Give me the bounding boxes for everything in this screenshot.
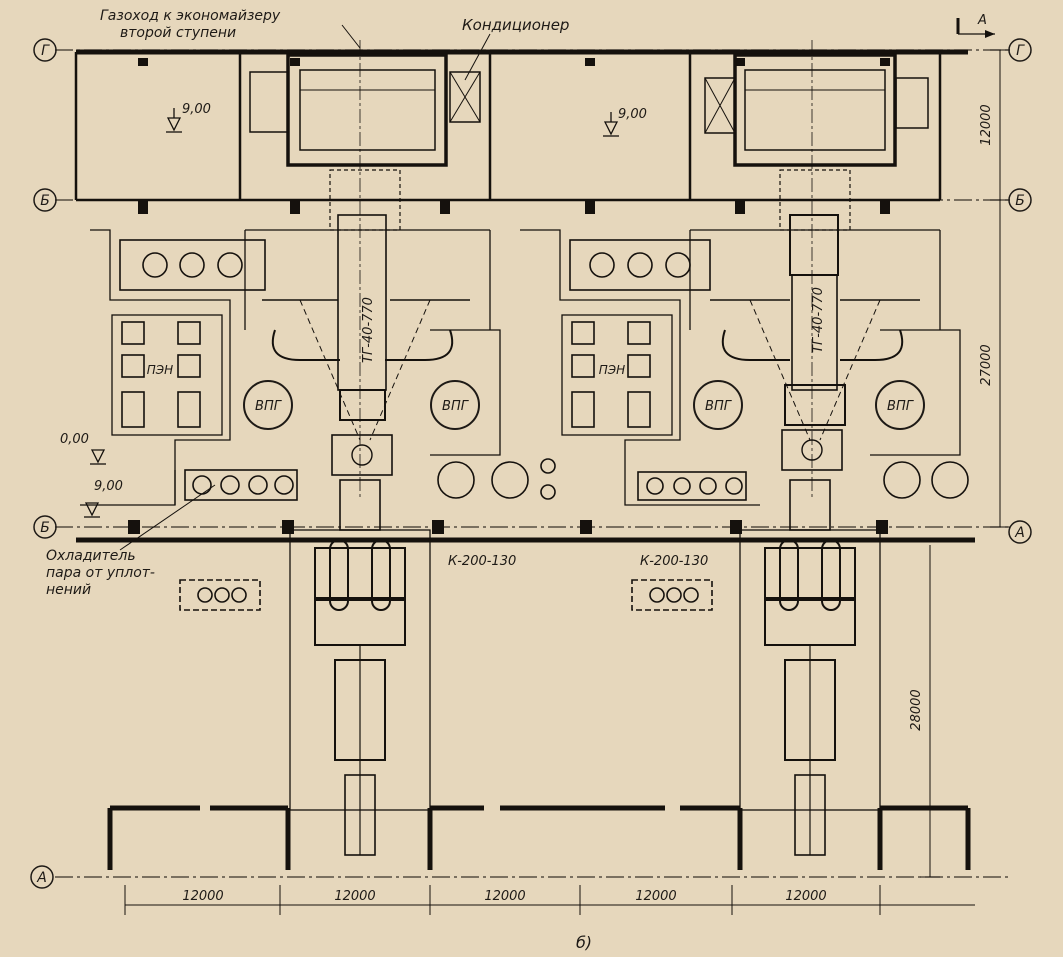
tank-group-4	[637, 471, 747, 501]
boiler-1-label: ТГ-40-770	[361, 297, 376, 363]
svg-text:Г: Г	[1016, 43, 1025, 59]
conditioner-leader	[464, 33, 491, 81]
cooler-label-line2: пара от уплот-	[46, 565, 155, 581]
svg-text:ВПГ: ВПГ	[705, 399, 733, 414]
dim-row-1: 12000	[979, 104, 994, 145]
svg-text:ВПГ: ВПГ	[442, 399, 470, 414]
axis-lines	[55, 49, 1010, 878]
svg-text:ВПГ: ВПГ	[887, 399, 915, 414]
pump-1-label: ПЭН	[147, 363, 173, 377]
svg-text:А: А	[977, 13, 987, 28]
figure-caption: б)	[576, 933, 592, 952]
fan-3: ВПГ	[693, 380, 743, 430]
svg-text:Б: Б	[40, 193, 50, 209]
fan-4: ВПГ	[875, 380, 925, 430]
elev-mark-2: 9,00	[603, 107, 647, 137]
dim-span-2: 12000	[334, 889, 375, 904]
boiler-2	[689, 40, 941, 500]
axis-bubble-g-left: Г	[33, 38, 57, 62]
boiler-2-label: ТГ-40-770	[811, 287, 826, 353]
dim-span-1: 12000	[182, 889, 223, 904]
conditioner-label: Кондиционер	[462, 16, 569, 34]
axis-bubble-a-right: А	[1008, 520, 1032, 544]
elev-mark-3: 0,00	[60, 432, 106, 465]
section-mark: А	[956, 13, 995, 38]
turbine-2	[739, 479, 881, 856]
pump-group-1	[111, 314, 223, 436]
fan-2: ВПГ	[430, 380, 480, 430]
flue-leader	[341, 24, 361, 49]
cooler-label-line1: Охладитель	[46, 548, 136, 564]
cooler-unit-1	[179, 579, 261, 611]
tank-group-2	[569, 239, 711, 291]
upper-rooms	[74, 52, 942, 202]
turbine-2-label: К-200-130	[640, 554, 708, 569]
cooler-label-line3: нений	[46, 582, 91, 598]
elev-mark-4: 9,00	[84, 479, 123, 518]
piping	[80, 229, 961, 506]
svg-text:Г: Г	[41, 43, 50, 59]
axis-bubble-a-bottom: А	[30, 865, 54, 889]
dim-row-2: 27000	[979, 344, 994, 385]
turbine-1	[289, 479, 431, 856]
fan-1: ВПГ	[243, 380, 293, 430]
axis-bubble-b-right: Б	[1008, 188, 1032, 212]
turbine-1-label: К-200-130	[448, 554, 516, 569]
flue-label-line2: второй ступени	[120, 25, 236, 41]
cooler-unit-2	[631, 579, 713, 611]
svg-text:0,00: 0,00	[60, 432, 89, 447]
dim-chain-bottom	[124, 885, 975, 915]
svg-text:ВПГ: ВПГ	[255, 399, 283, 414]
pump-group-2	[561, 314, 673, 436]
walls	[76, 49, 975, 870]
dim-row-3: 28000	[909, 689, 924, 730]
svg-text:9,00: 9,00	[618, 107, 647, 122]
dim-span-4: 12000	[635, 889, 676, 904]
axis-bubble-b2-left: Б	[33, 515, 57, 539]
svg-text:Б: Б	[1015, 193, 1025, 209]
tank-group-3	[184, 469, 298, 501]
dim-chain-right	[920, 49, 1010, 878]
elev-mark-1: 9,00	[166, 102, 211, 133]
axis-bubble-g-right: Г	[1008, 38, 1032, 62]
flue-label-line1: Газоход к экономайзеру	[100, 8, 281, 24]
pump-2-label: ПЭН	[599, 363, 625, 377]
tank-group-1	[119, 239, 266, 291]
svg-text:А: А	[36, 870, 47, 886]
tank-group-5	[437, 458, 969, 500]
dim-span-5: 12000	[785, 889, 826, 904]
cooler-leader	[119, 484, 216, 551]
axis-bubble-b-left: Б	[33, 188, 57, 212]
svg-text:9,00: 9,00	[94, 479, 123, 494]
svg-text:Б: Б	[40, 520, 50, 536]
boiler-1	[244, 40, 491, 500]
svg-text:9,00: 9,00	[182, 102, 211, 117]
dim-span-3: 12000	[484, 889, 525, 904]
svg-text:А: А	[1014, 525, 1025, 541]
